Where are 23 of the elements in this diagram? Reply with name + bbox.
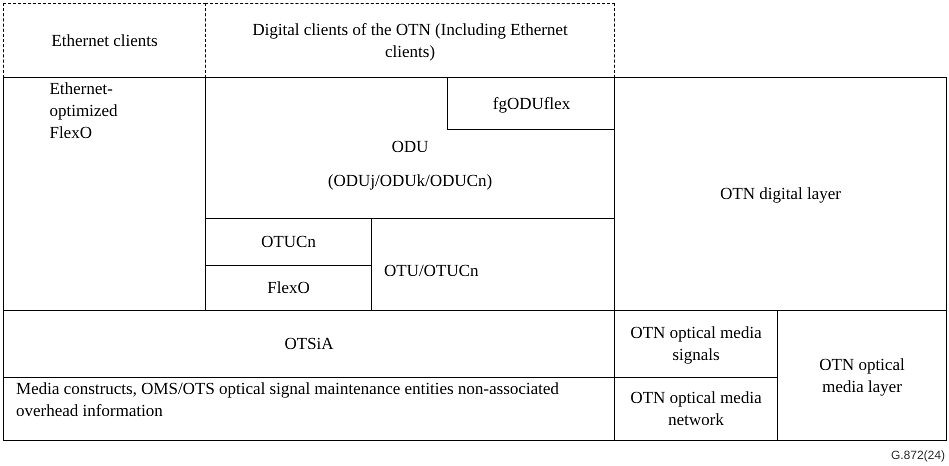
- dashed-box: [205, 3, 615, 78]
- layer-label: fgODUflex: [492, 92, 570, 114]
- layer-label: OTN optical media layer: [818, 354, 906, 398]
- layer-label: OTSiA: [284, 333, 334, 355]
- layer-label: (ODUj/ODUk/ODUCn): [328, 170, 492, 192]
- layer-label: OTN optical media network: [629, 387, 763, 431]
- layer-label: OTUCn: [261, 231, 316, 253]
- layer-box: [447, 77, 616, 130]
- figure-id: G.872(24): [890, 447, 945, 464]
- layer-label: ODU: [392, 136, 428, 158]
- layer-label: Digital clients of the OTN (Including Ethernet clients): [251, 18, 569, 62]
- layer-box: [614, 77, 947, 311]
- layer-label: OTN digital layer: [720, 183, 841, 205]
- layer-box: [3, 377, 615, 441]
- layer-label: FlexO: [267, 277, 310, 299]
- layer-label: Ethernet-optimized FlexO: [50, 78, 118, 144]
- layer-label: OTU/OTUCn: [384, 260, 478, 282]
- layer-box: [3, 77, 206, 311]
- layer-label: Media constructs, OMS/OTS optical signal maintenance entities non-associated overhead information: [16, 378, 560, 422]
- dashed-box: [3, 3, 206, 78]
- layer-label: Ethernet clients: [51, 30, 158, 52]
- layer-label: OTN optical media signals: [629, 322, 763, 366]
- layer-box: [777, 310, 947, 441]
